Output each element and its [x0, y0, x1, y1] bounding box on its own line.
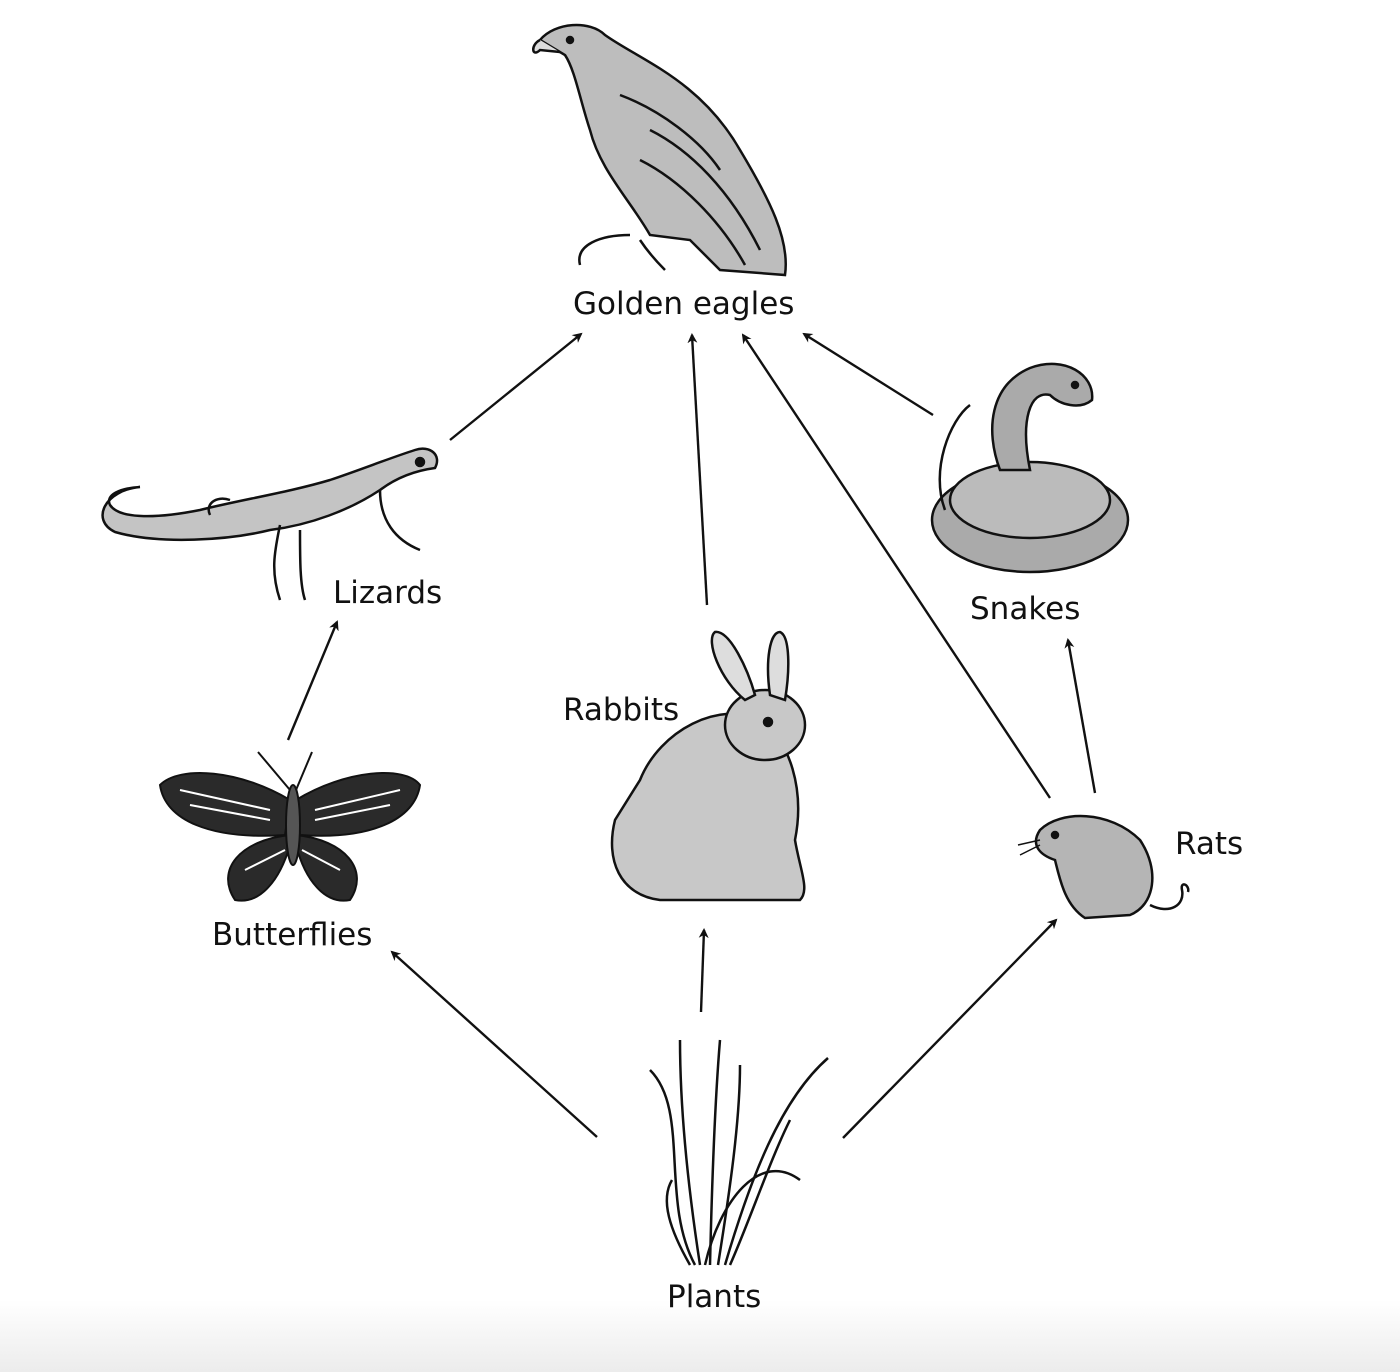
arrow-rabbits-to-eagles	[687, 333, 709, 606]
label-snakes: Snakes	[970, 591, 1081, 627]
arrow-plants-to-butterflies	[390, 950, 598, 1138]
arrow-butterflies-to-lizards	[286, 620, 339, 741]
label-golden-eagles: Golden eagles	[573, 286, 795, 322]
arrow-snakes-to-eagles	[802, 332, 934, 417]
eagle-illustration	[532, 23, 787, 277]
arrow-lizards-to-eagles	[449, 332, 583, 441]
label-butterflies: Butterflies	[212, 917, 373, 953]
arrow-rats-to-eagles	[741, 333, 1052, 799]
arrow-plants-to-rats	[842, 918, 1058, 1139]
snake-illustration	[930, 362, 1130, 574]
plants-illustration	[649, 1039, 829, 1266]
label-rabbits: Rabbits	[563, 692, 680, 728]
rat-illustration	[1017, 814, 1190, 920]
label-lizards: Lizards	[333, 575, 443, 611]
lizard-illustration	[101, 447, 439, 601]
arrow-rats-to-snakes	[1064, 638, 1097, 794]
label-rats: Rats	[1175, 826, 1244, 862]
arrow-plants-to-rabbits	[698, 928, 709, 1013]
rabbit-illustration	[610, 630, 807, 902]
butterfly-illustration	[158, 751, 422, 902]
label-plants: Plants	[667, 1279, 762, 1315]
